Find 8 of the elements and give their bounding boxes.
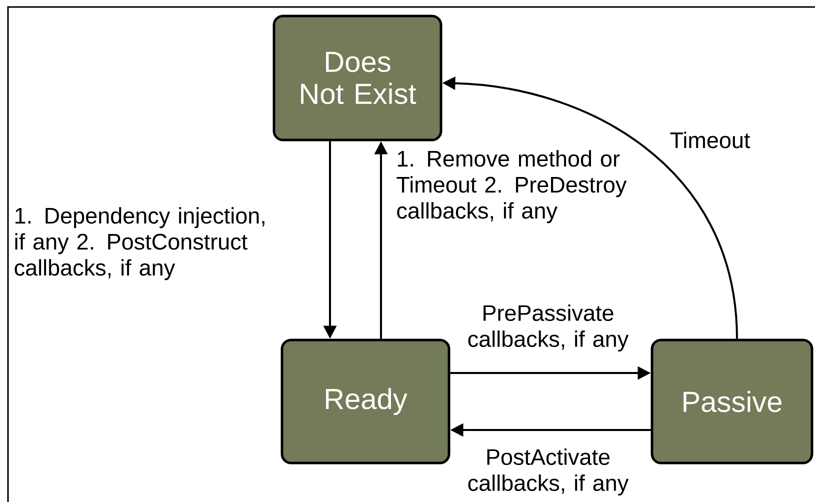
edge-label: PrePassivate callbacks, if any — [468, 304, 629, 352]
edge-label: 1. Remove method or Timeout 2. PreDestroy callbacks, if any — [396, 150, 627, 224]
edge-label: Timeout — [670, 132, 750, 148]
edge-label: PostActivate callbacks, if any — [468, 448, 629, 496]
state-box: Passive — [650, 338, 814, 464]
edge-label: 1. Dependency injection, if any 2. PostConstruct callbacks, if any — [14, 207, 264, 280]
state-box: Does Not Exist — [272, 14, 442, 142]
state-box: Ready — [280, 338, 450, 464]
